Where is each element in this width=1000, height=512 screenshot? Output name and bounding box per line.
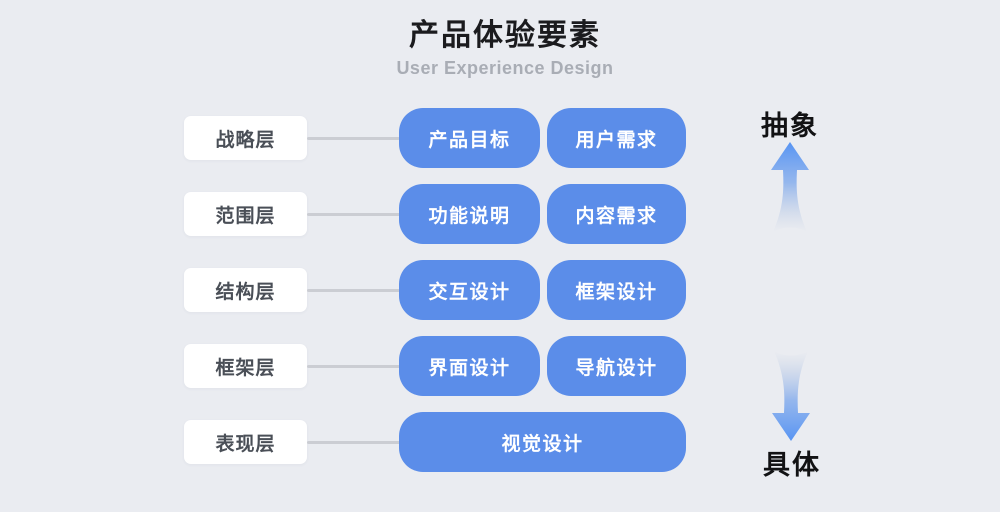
- node-box: 内容需求: [547, 184, 686, 244]
- axis-label-concrete: 具体: [763, 450, 821, 480]
- page-title: 产品体验要素: [409, 19, 601, 52]
- node-box: 功能说明: [399, 184, 540, 244]
- layer-row-surface: 表现层 视觉设计: [184, 412, 686, 472]
- node-box: 视觉设计: [399, 412, 686, 472]
- connector-line: [307, 136, 400, 140]
- node-box: 框架设计: [547, 260, 686, 320]
- layer-row-skeleton: 框架层 界面设计 导航设计: [184, 336, 686, 396]
- node-box: 用户需求: [547, 108, 686, 168]
- connector-line: [307, 212, 400, 216]
- layer-label: 框架层: [184, 344, 307, 388]
- arrow-up-icon: [771, 142, 809, 232]
- diagram-header: 产品体验要素 User Experience Design: [5, 19, 1000, 79]
- layer-label: 结构层: [184, 268, 307, 312]
- connector-line: [307, 364, 400, 368]
- layer-row-scope: 范围层 功能说明 内容需求: [184, 184, 686, 244]
- axis-label-abstract: 抽象: [761, 111, 819, 141]
- layer-label: 范围层: [184, 192, 307, 236]
- node-box: 产品目标: [399, 108, 540, 168]
- connector-line: [307, 288, 400, 292]
- arrow-down-icon: [772, 351, 810, 441]
- layer-row-structure: 结构层 交互设计 框架设计: [184, 260, 686, 320]
- page-subtitle: User Experience Design: [396, 58, 614, 78]
- layer-label: 战略层: [184, 116, 307, 160]
- node-box: 导航设计: [547, 336, 686, 396]
- node-box: 界面设计: [399, 336, 540, 396]
- node-box: 交互设计: [399, 260, 540, 320]
- layer-label: 表现层: [184, 420, 307, 464]
- layer-row-strategy: 战略层 产品目标 用户需求: [184, 108, 686, 168]
- connector-line: [307, 440, 400, 444]
